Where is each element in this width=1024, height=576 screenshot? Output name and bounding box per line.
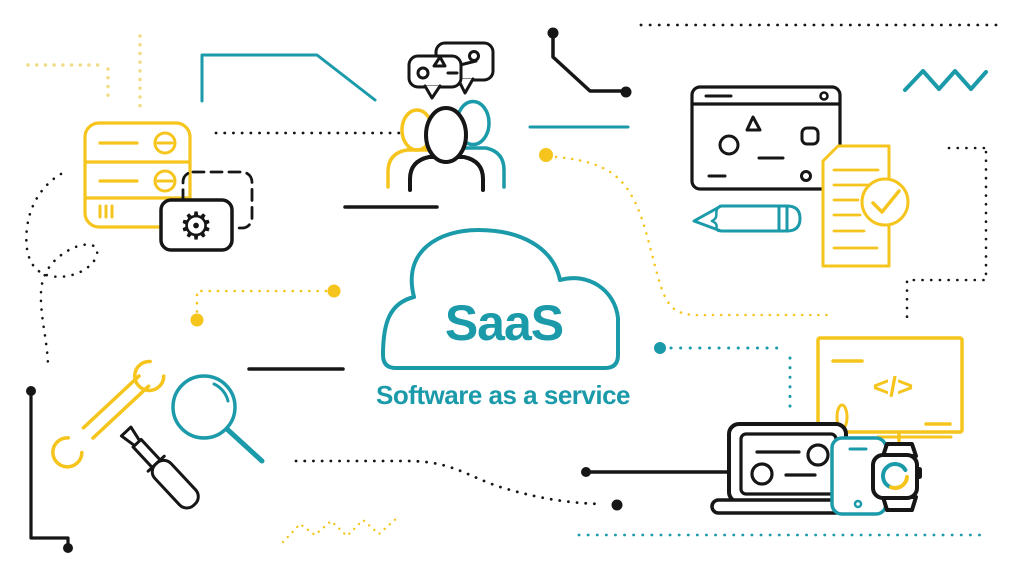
magnifier-handle [225, 427, 265, 464]
watch-spinner-yellow [889, 475, 909, 490]
wrench-jaw [51, 436, 84, 469]
document-check-icon [821, 144, 910, 268]
laptop-content-dashes [755, 450, 817, 477]
yellow-dotted-curve [539, 148, 832, 317]
teal-polyline-top [200, 53, 377, 103]
magnifier-icon [171, 374, 265, 464]
magnifier-lens [171, 374, 237, 440]
dotted-squiggle-left [25, 172, 99, 370]
node-dot [547, 27, 559, 39]
gear-panel-icon: ⚙ [159, 170, 254, 252]
pencil-eraser-lines [777, 204, 789, 233]
browser-small-circle [800, 170, 812, 182]
corner-line [29, 394, 70, 545]
decor-dotted-lines-top-left [26, 34, 142, 116]
teal-dotted-connector [654, 342, 792, 417]
corner-end-dot [190, 313, 204, 327]
magnifier-glare [212, 382, 230, 403]
check-circle [860, 177, 910, 227]
pencil-icon [692, 204, 802, 233]
curve-start-dot [539, 148, 553, 162]
node-polyline-top-center [547, 27, 632, 98]
phone-home-button [853, 499, 863, 509]
dotted-curve-bottom [294, 459, 623, 511]
gear-icon: ⚙ [179, 204, 213, 248]
wrench-jaw [133, 359, 166, 393]
bubble-triangle [432, 55, 447, 68]
laptop-icon [710, 422, 854, 515]
browser-frame [690, 85, 842, 191]
dotted-connector-line [669, 346, 792, 417]
document-lines [832, 168, 880, 250]
browser-square [800, 126, 820, 146]
node-dot [620, 86, 632, 98]
watch-spinner-teal [881, 462, 908, 489]
laptop-content-circle [750, 462, 774, 486]
dotted-curve-line [294, 459, 603, 506]
smartwatch-icon [871, 442, 922, 512]
browser-circle [718, 134, 740, 156]
server-led [153, 131, 177, 155]
browser-window-icon [690, 85, 842, 191]
screwdriver-blade [119, 425, 142, 448]
user-head-black [424, 106, 468, 164]
page-title: SaaS [445, 295, 563, 351]
zigzag-icon [903, 69, 988, 92]
laptop-screen [727, 422, 848, 504]
code-symbol: </> [873, 371, 913, 402]
dotted-curve [554, 155, 832, 317]
browser-titlebar-dot [819, 91, 829, 101]
pencil-body [692, 204, 802, 233]
server-led [153, 169, 177, 193]
code-sign-icon: </> [816, 336, 964, 465]
document-sheet [821, 144, 891, 268]
screwdriver-icon [119, 425, 200, 510]
server-vents [98, 204, 114, 219]
yellow-dotted-corner [190, 284, 341, 327]
chat-bubble-front-tail [423, 84, 442, 100]
watch-body [871, 453, 919, 500]
wrench-shaft [81, 374, 151, 440]
yellow-dotted-zigzag [281, 515, 400, 544]
cloud-icon: SaaS [381, 228, 620, 370]
chat-bubbles-icon [407, 41, 495, 100]
bubble-circle [416, 66, 430, 80]
gear-panel-box [159, 198, 234, 252]
browser-triangle [745, 115, 762, 132]
corner-end-dot [327, 284, 341, 298]
dotted-step-line-right [905, 146, 988, 327]
cloud-outline [381, 228, 620, 370]
check-mark [871, 189, 901, 214]
bubble-dash [458, 59, 478, 67]
page-subtitle: Software as a service [376, 380, 630, 410]
users-icon [386, 99, 506, 192]
browser-dashes [707, 156, 785, 178]
line-end-dot [26, 386, 36, 396]
node-line [551, 36, 623, 93]
line-end-dot [63, 543, 73, 553]
pointer-dot [581, 467, 591, 477]
wrench-icon [51, 359, 166, 469]
laptop-content-circle [806, 443, 830, 467]
screwdriver-handle [150, 458, 200, 510]
laptop-pointer-line [581, 467, 731, 477]
connector-dot [654, 342, 666, 354]
curve-end-dot [611, 499, 623, 511]
dotted-corner-line [195, 289, 328, 315]
server-dividers [83, 160, 192, 200]
corner-line-bottom-left [26, 386, 73, 553]
server-dashes [98, 141, 139, 183]
pencil-wood-zigzag [710, 204, 722, 233]
